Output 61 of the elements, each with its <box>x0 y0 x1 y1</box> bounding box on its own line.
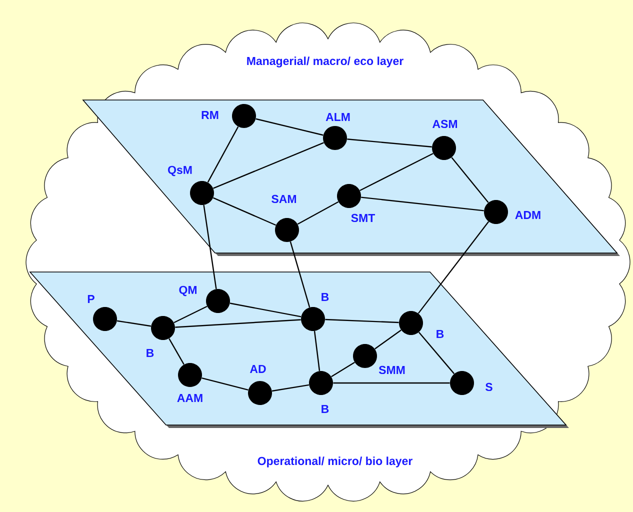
connector-line <box>202 377 248 391</box>
network-dot <box>301 306 325 331</box>
connector-line <box>325 318 399 324</box>
connector-line <box>168 338 184 365</box>
node-label: P <box>88 295 94 303</box>
connector-line <box>207 126 239 183</box>
node-label: B <box>436 330 444 338</box>
connector-line <box>116 320 152 327</box>
node-label: B <box>322 293 329 301</box>
connector-line <box>360 152 434 192</box>
network-dot <box>450 370 474 395</box>
network-dot <box>190 181 214 205</box>
node-label: SMT <box>351 214 376 222</box>
node-label: AD <box>250 365 266 373</box>
connector-line <box>290 242 310 308</box>
connector-line <box>333 382 450 384</box>
node-label: ADM <box>515 211 540 219</box>
network-dot <box>248 381 272 405</box>
connector-line <box>374 330 402 350</box>
connector-line <box>451 157 489 203</box>
node-label: B <box>322 405 329 413</box>
connector-line <box>314 331 320 371</box>
node-label: AAM <box>177 394 202 402</box>
connector-line <box>203 204 217 289</box>
connector-line <box>418 332 455 374</box>
connector-line <box>213 142 324 189</box>
network-dot <box>275 218 299 242</box>
node-label: SAM <box>272 194 296 204</box>
connector-line <box>212 197 276 226</box>
layer-label: Managerial/ macro/ eco layer <box>247 56 404 68</box>
network-dot <box>353 344 377 368</box>
node-label: ASM <box>432 120 457 128</box>
network-dot <box>151 316 175 340</box>
connector-line <box>175 319 301 328</box>
connector-line <box>272 384 310 392</box>
network-dot <box>337 184 361 208</box>
network-dot <box>432 136 456 160</box>
network-dot <box>93 306 117 331</box>
connector-line <box>256 118 324 136</box>
node-label: S <box>486 382 492 392</box>
node-label: RM <box>202 111 218 119</box>
node-label: QsM <box>168 166 192 176</box>
network-dot <box>178 363 202 387</box>
layer-label: Operational/ micro/ bio layer <box>258 456 412 468</box>
connector-line <box>361 196 484 212</box>
network-dot <box>323 126 347 150</box>
network-dot <box>484 200 508 224</box>
node-label: QM <box>179 286 196 296</box>
connector-line <box>347 138 432 148</box>
connector-line <box>331 362 355 378</box>
node-label: ALM <box>326 113 350 121</box>
network-dot <box>232 104 256 128</box>
connector-line <box>418 221 490 314</box>
connector-line <box>297 201 339 225</box>
network-dot <box>206 289 230 313</box>
network-dot <box>399 311 423 335</box>
network-dot <box>309 370 333 395</box>
node-label: SMM <box>378 366 405 374</box>
connector-line <box>174 306 208 324</box>
node-label: B <box>146 349 154 357</box>
connector-line <box>230 302 302 318</box>
